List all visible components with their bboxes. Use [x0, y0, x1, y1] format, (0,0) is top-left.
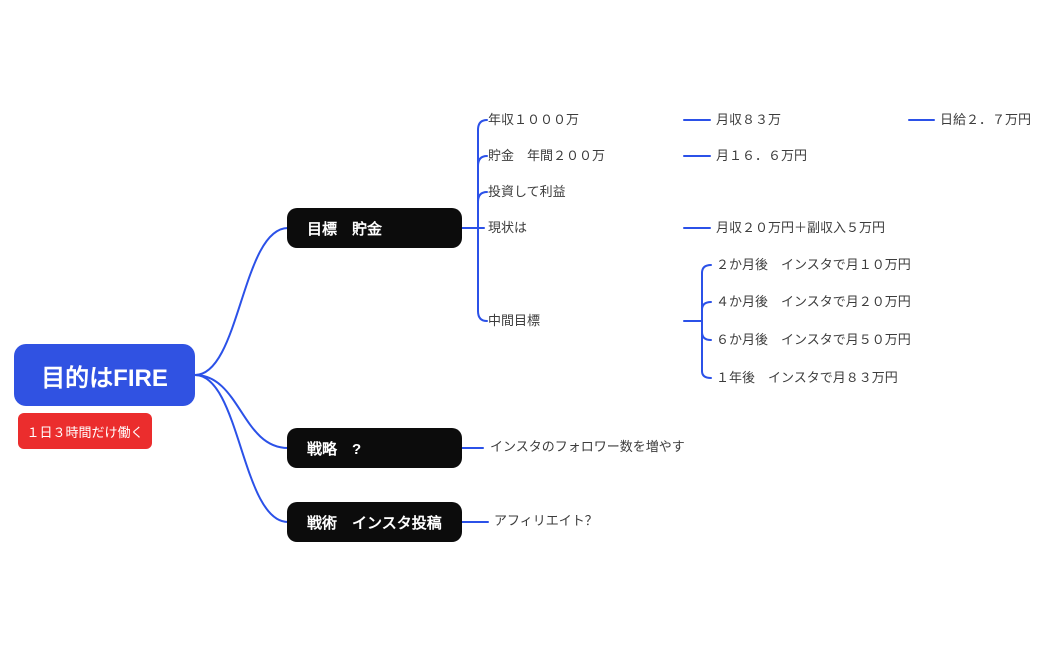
leaf-increase-followers[interactable]: インスタのフォロワー数を増やす	[490, 439, 685, 454]
leaf-milestone-6months[interactable]: ６か月後 インスタで月５０万円	[716, 332, 911, 347]
goal-hook-invest	[477, 191, 488, 203]
leaf-milestone-4months[interactable]: ４か月後 インスタで月２０万円	[716, 294, 911, 309]
goal-hook-income	[477, 119, 488, 131]
milestone-hook-1y	[701, 370, 712, 379]
root-node-purpose[interactable]: 目的はFIRE	[14, 344, 195, 406]
branch-node-tactics[interactable]: 戦術 インスタ投稿	[287, 502, 462, 542]
leaf-invest-profit[interactable]: 投資して利益	[488, 184, 566, 199]
leaf-current-income-detail[interactable]: 月収２０万円＋副収入５万円	[716, 220, 886, 235]
milestone-hook-6m	[701, 331, 712, 341]
leaf-current-status[interactable]: 現状は	[488, 220, 528, 235]
leaf-monthly-savings-166[interactable]: 月１６．６万円	[716, 148, 808, 163]
link-root-tactics	[194, 374, 289, 523]
milestone-hook-4m	[701, 301, 712, 311]
link-root-goal	[194, 227, 289, 376]
leaf-annual-income-goal[interactable]: 年収１０００万	[488, 112, 580, 127]
leaf-milestone-goals[interactable]: 中間目標	[488, 313, 541, 328]
leaf-annual-savings-goal[interactable]: 貯金 年間２００万	[488, 148, 606, 163]
leaf-daily-income-27[interactable]: 日給２．７万円	[940, 112, 1032, 127]
milestone-hook-2m	[701, 264, 712, 274]
leaf-milestone-1year[interactable]: １年後 インスタで月８３万円	[716, 370, 898, 385]
branch-node-goal[interactable]: 目標 貯金	[287, 208, 462, 248]
leaf-milestone-2months[interactable]: ２か月後 インスタで月１０万円	[716, 257, 911, 272]
goal-hook-savings	[477, 155, 488, 167]
leaf-monthly-income-83[interactable]: 月収８３万	[716, 112, 782, 127]
branch-node-strategy[interactable]: 戦略 ?	[287, 428, 462, 468]
link-root-strategy	[194, 374, 289, 449]
goal-hook-milestone	[477, 310, 488, 322]
root-note-work-hours[interactable]: １日３時間だけ働く	[18, 413, 152, 449]
leaf-affiliate[interactable]: アフィリエイト？	[494, 513, 598, 528]
